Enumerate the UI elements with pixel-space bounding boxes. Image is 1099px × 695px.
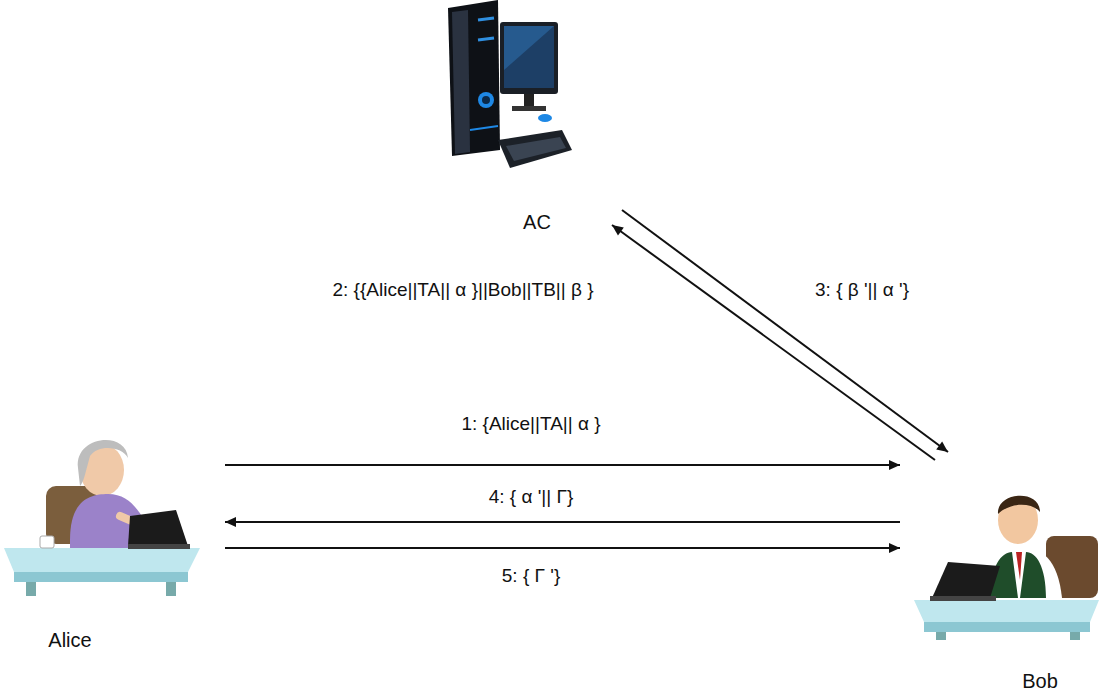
message-arrow — [225, 460, 900, 470]
arrow-line — [225, 547, 900, 549]
arrow-line — [612, 225, 935, 460]
arrow-head — [889, 460, 900, 470]
party-name: AC — [523, 211, 551, 234]
message-arrow — [225, 543, 900, 553]
message-label: 5: { Γ '} — [499, 565, 563, 587]
message-arrow — [622, 210, 948, 452]
party-name: Bob — [1022, 670, 1058, 693]
message-arrow — [612, 225, 935, 460]
message-label: 4: { α '|| Γ} — [486, 486, 577, 508]
party-node: Bob — [905, 445, 1099, 693]
alice-icon — [4, 440, 200, 596]
bob-icon — [914, 496, 1099, 640]
arrow-head — [889, 543, 900, 553]
arrow-head — [225, 517, 236, 527]
message-label: 2: {{Alice||TA|| α }||Bob||TB|| β } — [329, 279, 596, 301]
party-node: Alice — [0, 400, 215, 662]
arrow-line — [622, 210, 948, 452]
message-arrow — [225, 517, 900, 527]
message-label: 1: {Alice||TA|| α } — [458, 413, 603, 435]
party-name: Alice — [48, 629, 91, 652]
computer-icon — [448, 0, 572, 168]
arrow-line — [225, 521, 900, 523]
message-label: 3: { β '|| α '} — [812, 279, 912, 301]
arrow-head — [936, 441, 948, 452]
arrow-head — [612, 225, 624, 236]
party-node: AC — [430, 0, 620, 240]
arrow-line — [225, 464, 900, 466]
